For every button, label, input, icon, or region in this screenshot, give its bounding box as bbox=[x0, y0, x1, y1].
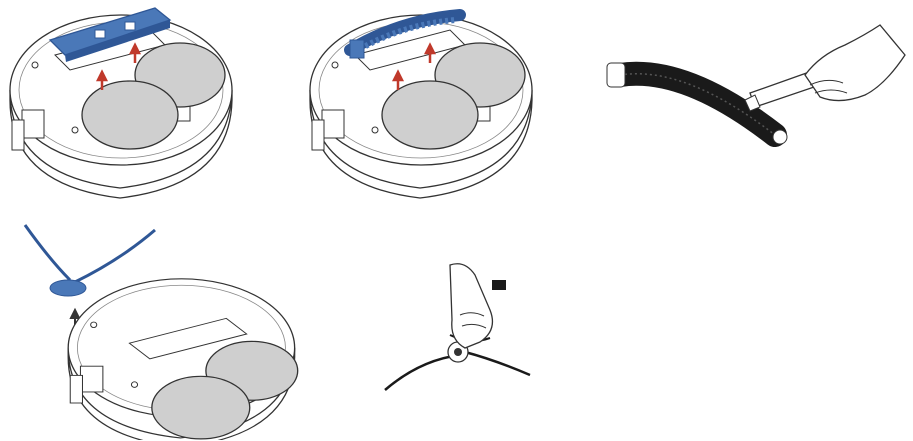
panel-remove-main-brush bbox=[300, 0, 550, 205]
panel-remove-side-brush bbox=[20, 220, 310, 440]
hand-icon bbox=[450, 264, 506, 348]
panel-cut-hair-from-brush bbox=[605, 15, 910, 165]
hand-icon bbox=[805, 25, 905, 101]
robot-vacuum-icon bbox=[310, 15, 532, 198]
panel-clean-side-brush bbox=[380, 260, 540, 400]
side-brush-icon bbox=[385, 335, 530, 390]
robot-vacuum-icon bbox=[68, 279, 297, 440]
panel-remove-brush-guard bbox=[0, 0, 250, 205]
